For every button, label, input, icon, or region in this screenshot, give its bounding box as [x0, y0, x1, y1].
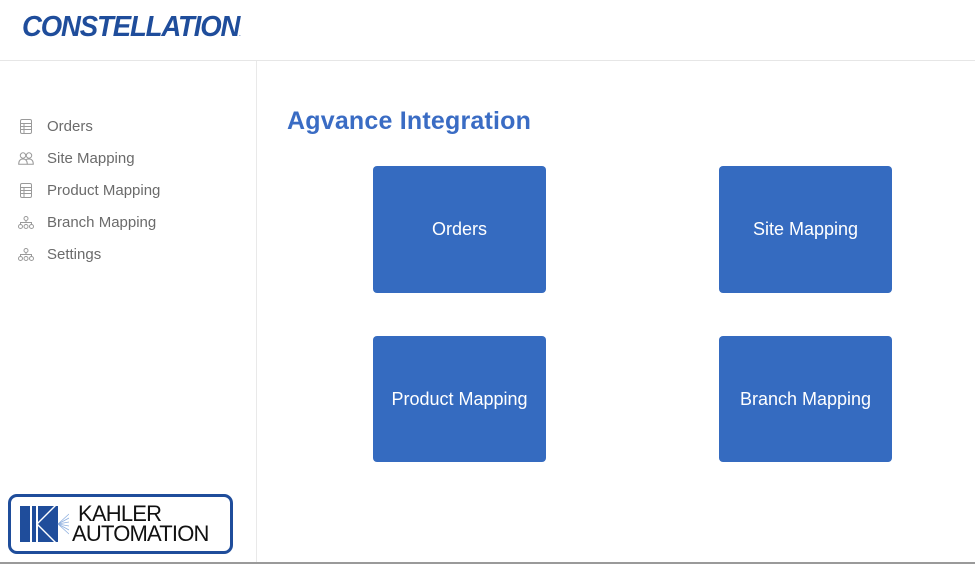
sidebar-item-label: Settings [47, 245, 102, 263]
branch-mapping-tile-button[interactable]: Branch Mapping [719, 336, 892, 462]
sidebar-item-label: Site Mapping [47, 149, 135, 167]
sidebar-item-site-mapping[interactable]: Site Mapping [0, 142, 256, 174]
sidebar: Orders Site Mapping Product Mapping Bran… [0, 61, 257, 562]
page-title: Agvance Integration [287, 107, 532, 135]
sidebar-nav: Orders Site Mapping Product Mapping Bran… [0, 110, 256, 270]
kahler-line1: KAHLER [78, 501, 162, 526]
sidebar-item-settings[interactable]: Settings [0, 238, 256, 270]
orders-tile-button[interactable]: Orders [373, 166, 546, 293]
table-icon [18, 182, 34, 198]
kahler-wordmark: KAHLER AUTOMATION [72, 501, 209, 546]
brand-name: CONSTELLATION [22, 11, 240, 43]
sidebar-item-branch-mapping[interactable]: Branch Mapping [0, 206, 256, 238]
sidebar-item-label: Product Mapping [47, 181, 161, 199]
table-icon [18, 118, 34, 134]
product-mapping-tile-button[interactable]: Product Mapping [373, 336, 546, 462]
tile-label: Site Mapping [752, 219, 859, 239]
sidebar-item-label: Orders [47, 117, 93, 135]
kahler-k-mark-icon [20, 506, 69, 542]
sidebar-item-label: Branch Mapping [47, 213, 157, 231]
sidebar-item-product-mapping[interactable]: Product Mapping [0, 174, 256, 206]
sitemap-icon [18, 246, 34, 262]
sitemap-icon [18, 214, 34, 230]
kahler-automation-logo: KAHLER AUTOMATION [8, 494, 233, 554]
tile-label: Orders [431, 219, 487, 239]
tile-label: Branch Mapping [739, 388, 872, 409]
constellation-logo[interactable]: CONSTELLATION. [22, 11, 241, 44]
site-mapping-tile-button[interactable]: Site Mapping [719, 166, 892, 293]
kahler-line2: AUTOMATION [72, 521, 209, 546]
bottom-divider [0, 562, 975, 564]
app-header: CONSTELLATION. [0, 0, 975, 61]
main-content: Agvance Integration Orders Site Mapping … [257, 61, 975, 562]
sidebar-item-orders[interactable]: Orders [0, 110, 256, 142]
users-icon [18, 150, 34, 166]
tile-label: Product Mapping [391, 388, 528, 409]
